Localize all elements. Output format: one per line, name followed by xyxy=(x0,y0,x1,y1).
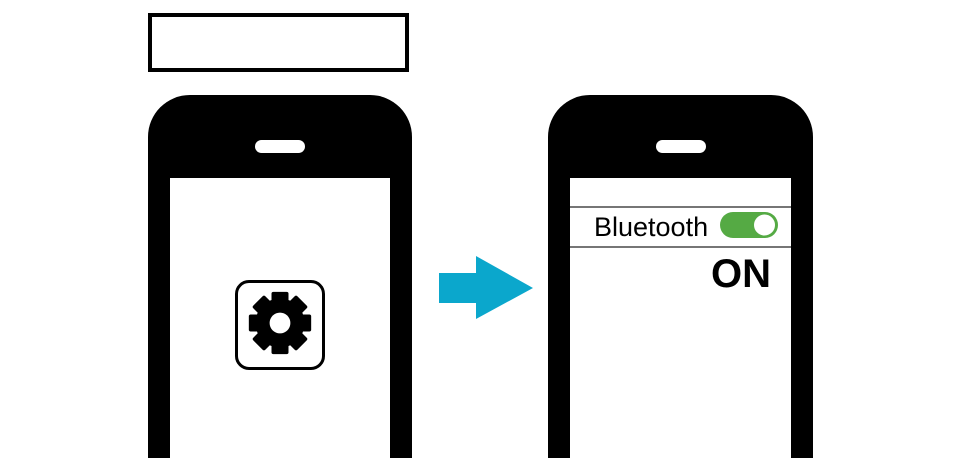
bluetooth-toggle[interactable] xyxy=(720,211,778,243)
bluetooth-label: Bluetooth xyxy=(594,211,709,242)
toggle-knob xyxy=(752,212,777,237)
right-phone: Bluetooth ON xyxy=(548,95,813,458)
on-status-text: ON xyxy=(711,252,771,296)
earpiece-speaker-icon xyxy=(655,140,706,153)
left-phone-screen xyxy=(170,178,390,458)
arrow-right-icon xyxy=(439,256,534,320)
bluetooth-row: Bluetooth xyxy=(570,208,791,248)
earpiece-speaker-icon xyxy=(255,140,305,153)
status-bar-strip xyxy=(570,178,791,208)
caption-box xyxy=(148,13,409,72)
settings-app-button[interactable] xyxy=(235,280,325,370)
right-phone-screen: Bluetooth ON xyxy=(570,178,791,458)
settings-gear-icon xyxy=(246,289,314,362)
left-phone xyxy=(148,95,412,458)
